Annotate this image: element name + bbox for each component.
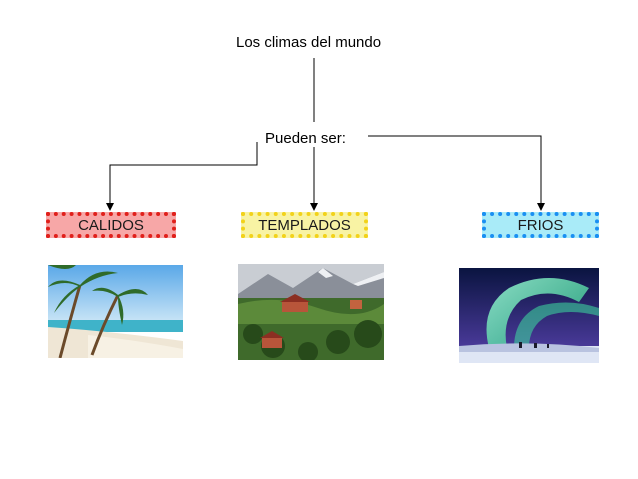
arrow-to-frios [368, 135, 545, 211]
category-label-frios: FRIOS [517, 216, 564, 234]
category-box-templados: TEMPLADOS [241, 212, 368, 238]
arrow-to-calidos [106, 142, 258, 211]
diagram-subtitle: Pueden ser: [265, 130, 346, 147]
temperate-valley-image [238, 264, 384, 360]
category-box-calidos: CALIDOS [46, 212, 176, 238]
category-label-templados: TEMPLADOS [258, 216, 351, 234]
category-label-calidos: CALIDOS [78, 216, 144, 234]
category-box-frios: FRIOS [482, 212, 599, 238]
tropical-beach-image [48, 265, 183, 358]
aurora-image [459, 268, 599, 363]
diagram-title: Los climas del mundo [236, 34, 382, 51]
